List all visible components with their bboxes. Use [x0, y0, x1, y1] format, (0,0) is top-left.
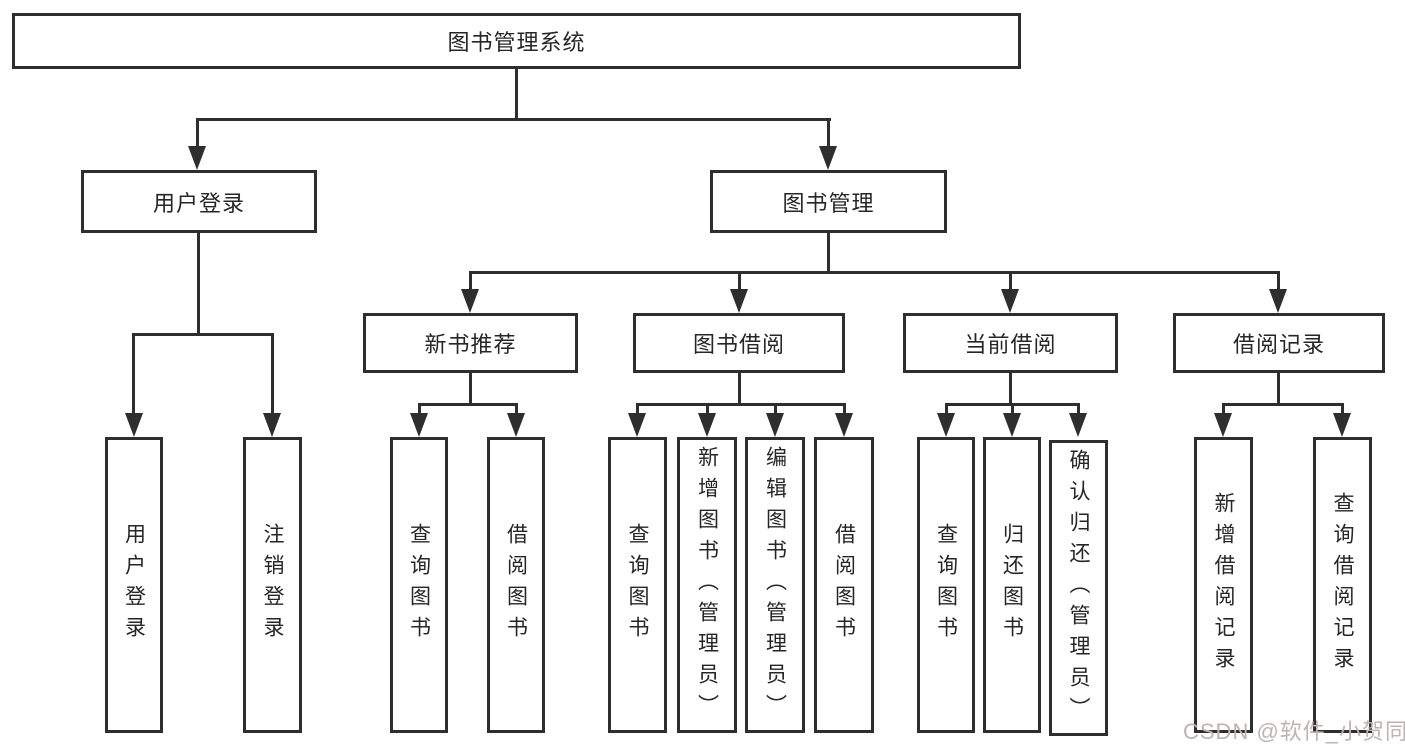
connector-line: [469, 373, 472, 405]
connector-line: [469, 271, 472, 293]
node-label: 新增图书（管理员）: [695, 445, 719, 725]
connector-line: [1341, 403, 1344, 415]
connector-line: [1223, 403, 1344, 406]
node-label: 查询借阅记录: [1331, 492, 1354, 678]
arrowhead-down: [628, 413, 646, 437]
arrowhead-down: [1069, 413, 1087, 437]
arrowhead-down: [125, 413, 143, 437]
connector-line: [1011, 403, 1014, 415]
node-current-borrowing: 当前借阅: [903, 313, 1118, 373]
connector-line: [271, 333, 274, 415]
node-label: 查询图书: [407, 523, 431, 647]
node-label: 图书借阅: [692, 332, 785, 357]
connector-line: [196, 118, 199, 148]
node-label: 用户登录: [152, 190, 245, 216]
arrowhead-down: [766, 413, 784, 437]
connector-line: [515, 69, 518, 120]
node-label: 图书管理系统: [447, 30, 586, 55]
node-label: 用户登录: [122, 523, 146, 647]
leaf-add-book-admin: 新增图书（管理员）: [677, 437, 737, 733]
leaf-query-books-recommend: 查询图书: [390, 437, 448, 733]
connector-line: [1009, 271, 1012, 293]
connector-line: [1222, 403, 1225, 415]
node-label: 借阅图书: [504, 523, 528, 647]
connector-line: [132, 333, 135, 415]
arrowhead-down: [819, 146, 837, 170]
node-new-book-recommend: 新书推荐: [363, 313, 578, 373]
node-label: 查询图书: [626, 523, 649, 647]
arrowhead-down: [937, 413, 955, 437]
connector-line: [706, 403, 709, 415]
node-label: 查询图书: [934, 523, 958, 647]
node-label: 当前借阅: [964, 332, 1057, 357]
arrowhead-down: [263, 413, 281, 437]
connector-line: [636, 403, 639, 415]
arrowhead-down: [698, 413, 716, 437]
node-borrowing-records: 借阅记录: [1173, 313, 1385, 373]
connector-line: [843, 403, 846, 415]
node-label: 归还图书: [1000, 523, 1024, 647]
connector-line: [738, 271, 741, 293]
leaf-borrow-books-recommend: 借阅图书: [487, 437, 545, 733]
node-label: 编辑图书（管理员）: [763, 445, 787, 725]
connector-line: [1277, 373, 1280, 405]
csdn-watermark: CSDN @软件_小贺同学: [1183, 719, 1405, 744]
leaf-add-borrow-record: 新增借阅记录: [1194, 437, 1253, 733]
arrowhead-down: [1214, 413, 1232, 437]
node-book-management: 图书管理: [710, 170, 947, 233]
arrowhead-down: [507, 413, 525, 437]
node-label: 注销登录: [261, 523, 284, 647]
node-root: 图书管理系统: [12, 13, 1021, 69]
connector-line: [945, 403, 948, 415]
connector-line: [774, 403, 777, 415]
leaf-confirm-return-admin: 确认归还（管理员）: [1049, 440, 1108, 736]
connector-line: [1077, 403, 1080, 415]
leaf-return-books: 归还图书: [983, 437, 1041, 733]
connector-line: [827, 118, 830, 148]
node-label: 借阅图书: [832, 523, 856, 647]
node-book-borrowing: 图书借阅: [633, 313, 845, 373]
arrowhead-down: [1001, 289, 1019, 313]
arrowhead-down: [1333, 413, 1351, 437]
arrowhead-down: [188, 146, 206, 170]
connector-line: [197, 233, 200, 335]
leaf-logout-login: 注销登录: [243, 437, 302, 733]
arrowhead-down: [461, 289, 479, 313]
leaf-query-books-current: 查询图书: [917, 437, 975, 733]
node-label: 图书管理: [782, 190, 875, 216]
connector-line: [418, 403, 421, 415]
connector-line: [197, 118, 831, 121]
connector-line: [738, 373, 741, 405]
leaf-query-books-borrowing: 查询图书: [608, 437, 667, 733]
connector-line: [133, 333, 274, 336]
arrowhead-down: [1003, 413, 1021, 437]
connector-line: [470, 271, 1280, 274]
node-label: 新增借阅记录: [1212, 492, 1235, 678]
connector-line: [637, 403, 845, 406]
node-user-login: 用户登录: [81, 170, 317, 233]
node-label: 确认归还（管理员）: [1067, 448, 1090, 728]
connector-line: [1277, 271, 1280, 293]
arrowhead-down: [730, 289, 748, 313]
connector-line: [1009, 373, 1012, 405]
arrowhead-down: [1269, 289, 1287, 313]
connector-line: [515, 403, 518, 415]
leaf-user-login: 用户登录: [105, 437, 163, 733]
connector-line: [827, 233, 830, 273]
node-label: 新书推荐: [424, 332, 517, 357]
arrowhead-down: [410, 413, 428, 437]
connector-line: [419, 403, 518, 406]
leaf-query-borrow-record: 查询借阅记录: [1313, 437, 1372, 733]
leaf-edit-book-admin: 编辑图书（管理员）: [745, 437, 805, 733]
node-label: 借阅记录: [1232, 332, 1325, 357]
arrowhead-down: [835, 413, 853, 437]
leaf-borrow-books: 借阅图书: [814, 437, 874, 733]
